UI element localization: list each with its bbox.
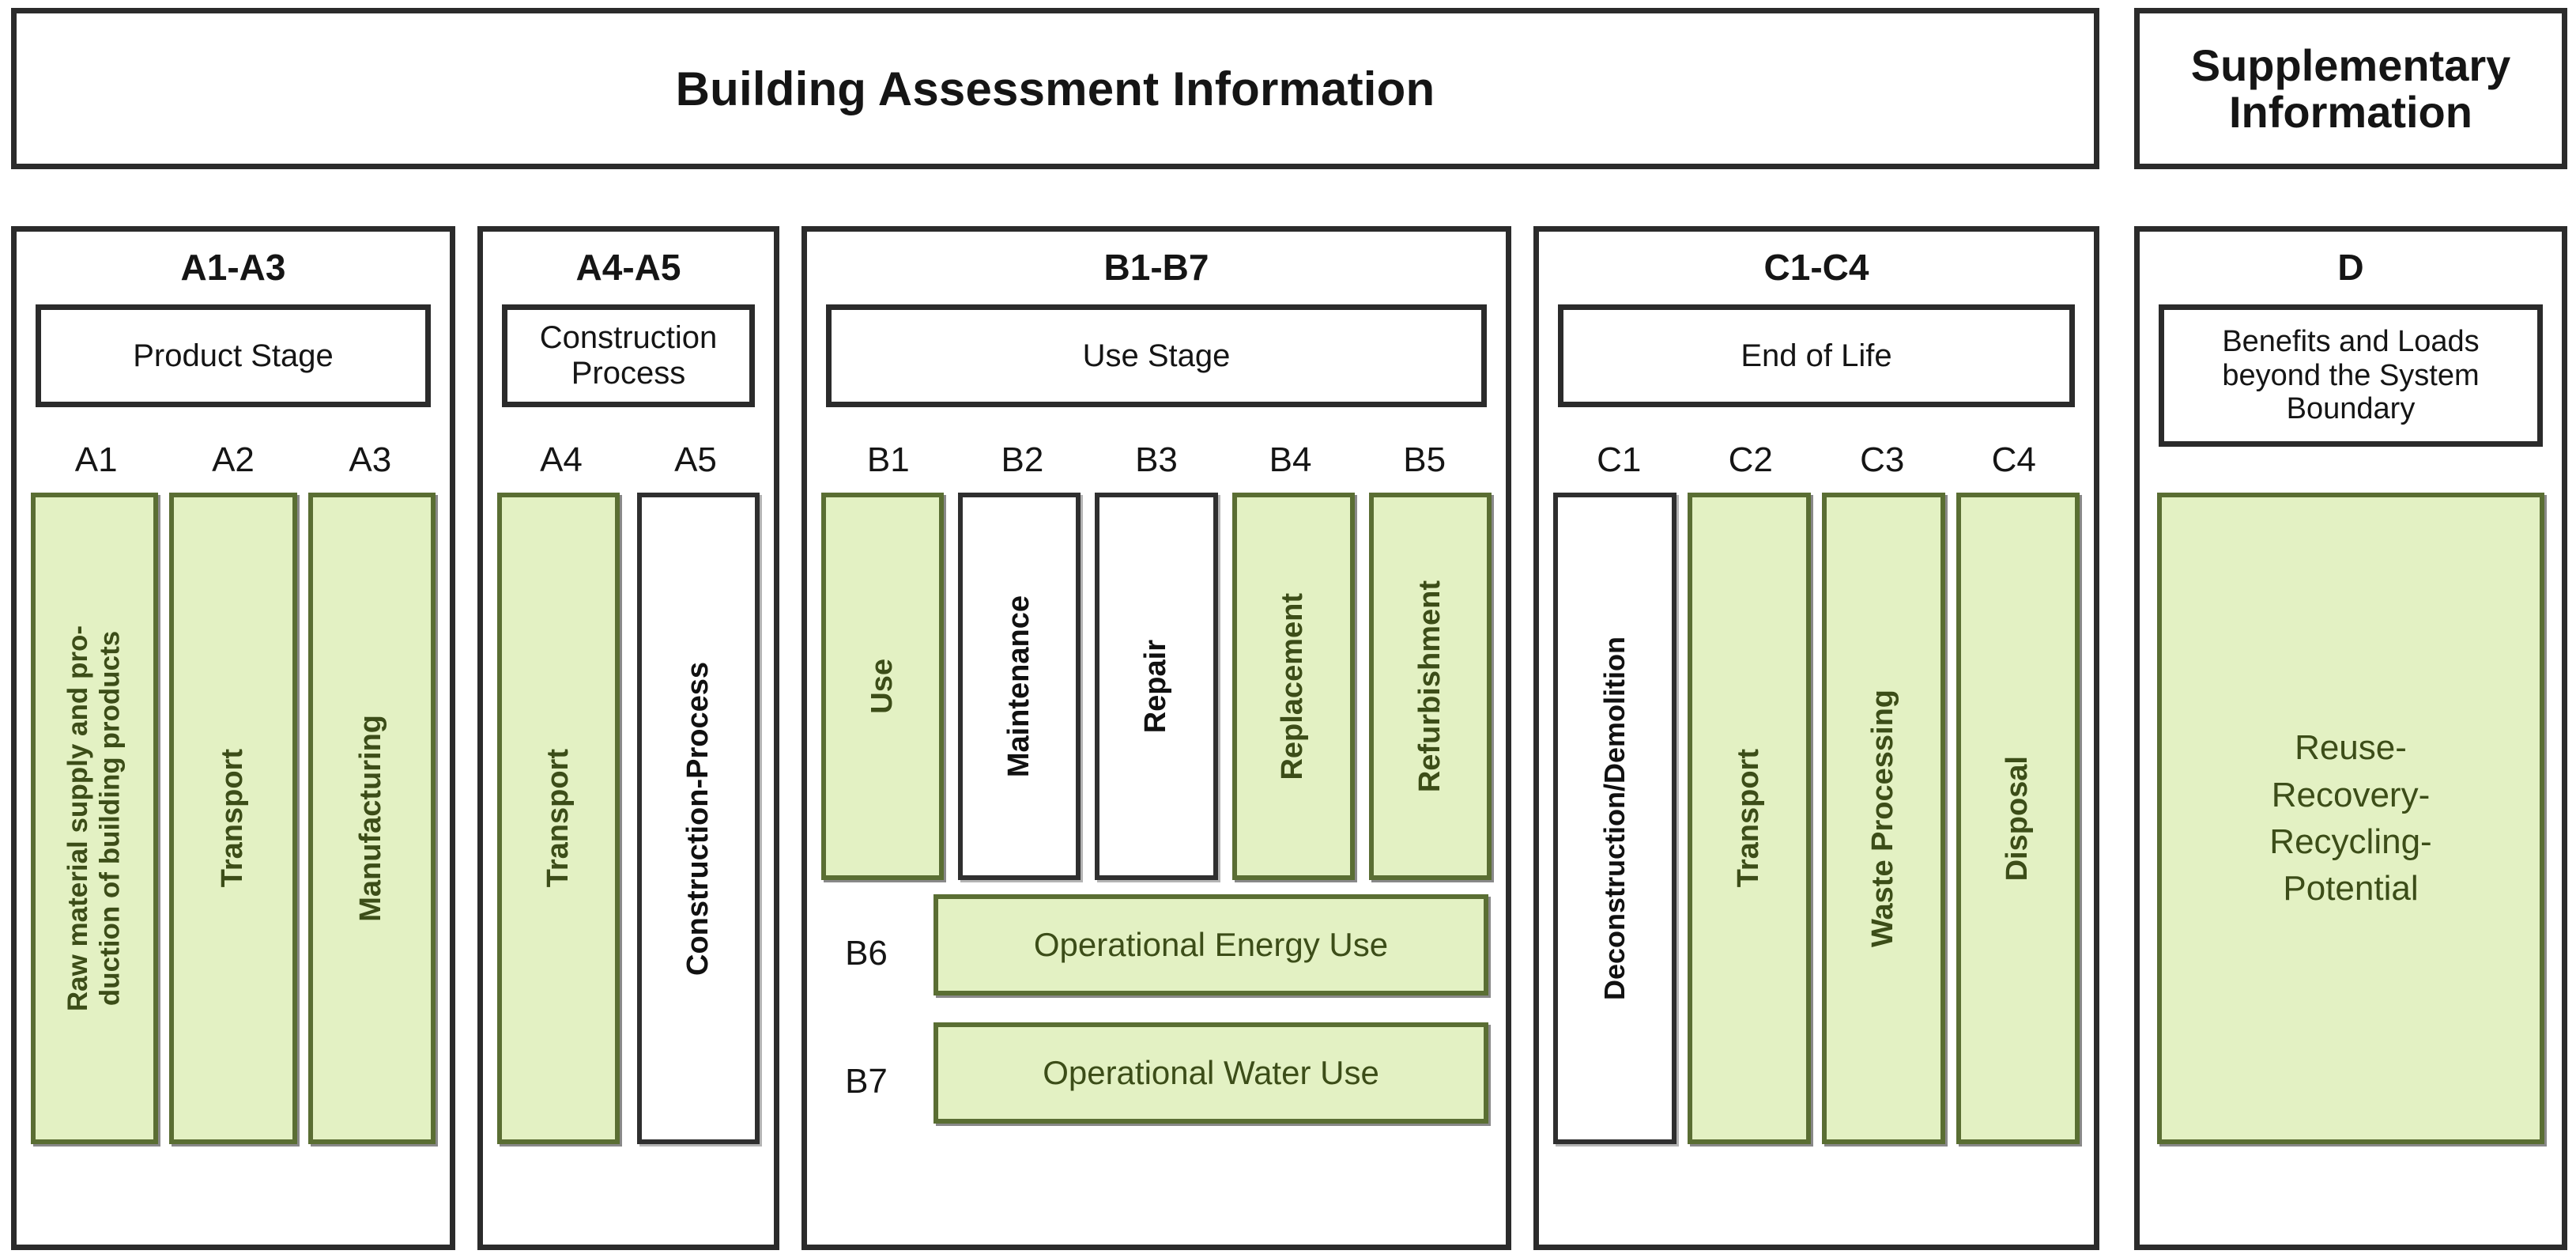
module-label-row-a45: A4 A5 bbox=[483, 429, 774, 480]
module-title-c4: Disposal bbox=[2001, 755, 2035, 882]
banner-supplementary-label: Supplementary Information bbox=[2190, 40, 2511, 137]
module-title-c1: Deconstruction/Demolition bbox=[1598, 636, 1631, 1001]
module-bar-b2[interactable]: Maintenance bbox=[958, 493, 1081, 880]
module-title-c2: Transport bbox=[1732, 749, 1766, 888]
stage-label-benefits-and-loads: Benefits and Loads beyond the System Bou… bbox=[2222, 325, 2480, 426]
module-bar-b5[interactable]: Refurbishment bbox=[1368, 493, 1492, 880]
module-label-c1: C1 bbox=[1597, 440, 1642, 479]
banner-building-assessment-label: Building Assessment Information bbox=[675, 62, 1435, 115]
module-bar-row-b: Use Maintenance Repair Replacement Refur… bbox=[807, 493, 1506, 880]
stage-label-end-of-life: End of Life bbox=[1741, 338, 1892, 373]
module-bar-row-a: Raw material supply and pro-duction of b… bbox=[17, 493, 450, 1144]
module-title-a1: Raw material supply and pro-duction of b… bbox=[62, 625, 126, 1012]
module-bar-a1[interactable]: Raw material supply and pro-duction of b… bbox=[31, 493, 159, 1144]
module-label-b6: B6 bbox=[845, 934, 888, 973]
stage-box-product-stage: Product Stage bbox=[36, 304, 431, 407]
module-title-b7: Operational Water Use bbox=[1043, 1053, 1379, 1091]
module-title-b3: Repair bbox=[1139, 639, 1173, 734]
module-bar-b7[interactable]: Operational Water Use bbox=[933, 1022, 1488, 1124]
module-label-b1: B1 bbox=[866, 440, 910, 479]
module-bar-b4[interactable]: Replacement bbox=[1231, 493, 1355, 880]
section-code-d: D bbox=[2337, 247, 2364, 288]
module-bar-a4[interactable]: Transport bbox=[497, 493, 620, 1144]
stage-box-end-of-life: End of Life bbox=[1558, 304, 2075, 407]
module-label-b3: B3 bbox=[1135, 440, 1178, 479]
module-title-b1: Use bbox=[865, 659, 899, 714]
module-title-b4: Replacement bbox=[1276, 592, 1310, 780]
module-label-c3: C3 bbox=[1860, 440, 1905, 479]
module-bar-c3[interactable]: Waste Processing bbox=[1822, 493, 1945, 1144]
section-code-b1-b7: B1-B7 bbox=[1103, 247, 1209, 288]
section-code-a1-a3: A1-A3 bbox=[180, 247, 286, 288]
module-title-b2: Maintenance bbox=[1001, 595, 1035, 778]
stage-label-use-stage: Use Stage bbox=[1082, 338, 1231, 373]
section-panel-a1-a3: A1-A3 Product Stage A1 A2 A3 Raw materia… bbox=[11, 226, 455, 1250]
module-bar-b3[interactable]: Repair bbox=[1095, 493, 1218, 880]
module-label-b5: B5 bbox=[1403, 440, 1446, 479]
banner-supplementary-line1: Supplementary bbox=[2190, 40, 2511, 90]
module-bar-c1[interactable]: Deconstruction/Demolition bbox=[1553, 493, 1676, 1144]
module-bar-c2[interactable]: Transport bbox=[1688, 493, 1811, 1144]
module-label-b7: B7 bbox=[845, 1062, 888, 1101]
module-bar-a5[interactable]: Construction-Process bbox=[637, 493, 760, 1144]
stage-label-product-stage: Product Stage bbox=[133, 338, 334, 373]
module-bar-a3[interactable]: Manufacturing bbox=[307, 493, 436, 1144]
section-code-a4-a5: A4-A5 bbox=[575, 247, 681, 288]
module-label-row-b: B1 B2 B3 B4 B5 bbox=[807, 429, 1506, 480]
banner-supplementary-information: Supplementary Information bbox=[2134, 8, 2567, 169]
module-label-a4: A4 bbox=[540, 440, 583, 479]
module-label-c2: C2 bbox=[1728, 440, 1773, 479]
section-panel-c1-c4: C1-C4 End of Life C1 C2 C3 C4 Deconstruc… bbox=[1533, 226, 2099, 1250]
module-label-c4: C4 bbox=[1991, 440, 2036, 479]
module-title-a4: Transport bbox=[541, 749, 575, 888]
section-panel-d: D Benefits and Loads beyond the System B… bbox=[2134, 226, 2567, 1250]
module-title-b5: Refurbishment bbox=[1412, 580, 1446, 793]
module-bar-b6[interactable]: Operational Energy Use bbox=[933, 894, 1488, 995]
module-title-b6: Operational Energy Use bbox=[1033, 925, 1389, 963]
module-bar-d[interactable]: Reuse- Recovery- Recycling- Potential bbox=[2157, 493, 2544, 1144]
banner-supplementary-line2: Information bbox=[2229, 87, 2472, 137]
module-bar-b1[interactable]: Use bbox=[821, 493, 945, 880]
stage-box-use-stage: Use Stage bbox=[826, 304, 1487, 407]
module-title-a2: Transport bbox=[216, 749, 250, 888]
section-code-c1-c4: C1-C4 bbox=[1763, 247, 1869, 288]
module-bar-row-a45: Transport Construction-Process bbox=[483, 493, 774, 1144]
module-bar-a2[interactable]: Transport bbox=[169, 493, 297, 1144]
module-label-b2: B2 bbox=[1001, 440, 1044, 479]
module-label-a3: A3 bbox=[349, 440, 392, 479]
banner-building-assessment-information: Building Assessment Information bbox=[11, 8, 2099, 169]
module-label-a5: A5 bbox=[674, 440, 717, 479]
module-bar-c4[interactable]: Disposal bbox=[1956, 493, 2080, 1144]
module-label-a2: A2 bbox=[212, 440, 255, 479]
module-label-row-c: C1 C2 C3 C4 bbox=[1539, 429, 2094, 480]
module-title-d: Reuse- Recovery- Recycling- Potential bbox=[2269, 728, 2432, 909]
module-bar-row-c: Deconstruction/Demolition Transport Wast… bbox=[1539, 493, 2094, 1144]
module-title-c3: Waste Processing bbox=[1866, 689, 1900, 947]
module-label-b4: B4 bbox=[1269, 440, 1312, 479]
section-panel-b1-b7: B1-B7 Use Stage B1 B2 B3 B4 B5 Use Maint… bbox=[801, 226, 1511, 1250]
stage-box-benefits-and-loads: Benefits and Loads beyond the System Bou… bbox=[2159, 304, 2543, 447]
module-title-a3: Manufacturing bbox=[354, 715, 388, 922]
module-label-a1: A1 bbox=[74, 440, 118, 479]
module-title-a5: Construction-Process bbox=[681, 661, 715, 976]
module-label-row-a: A1 A2 A3 bbox=[17, 429, 450, 480]
